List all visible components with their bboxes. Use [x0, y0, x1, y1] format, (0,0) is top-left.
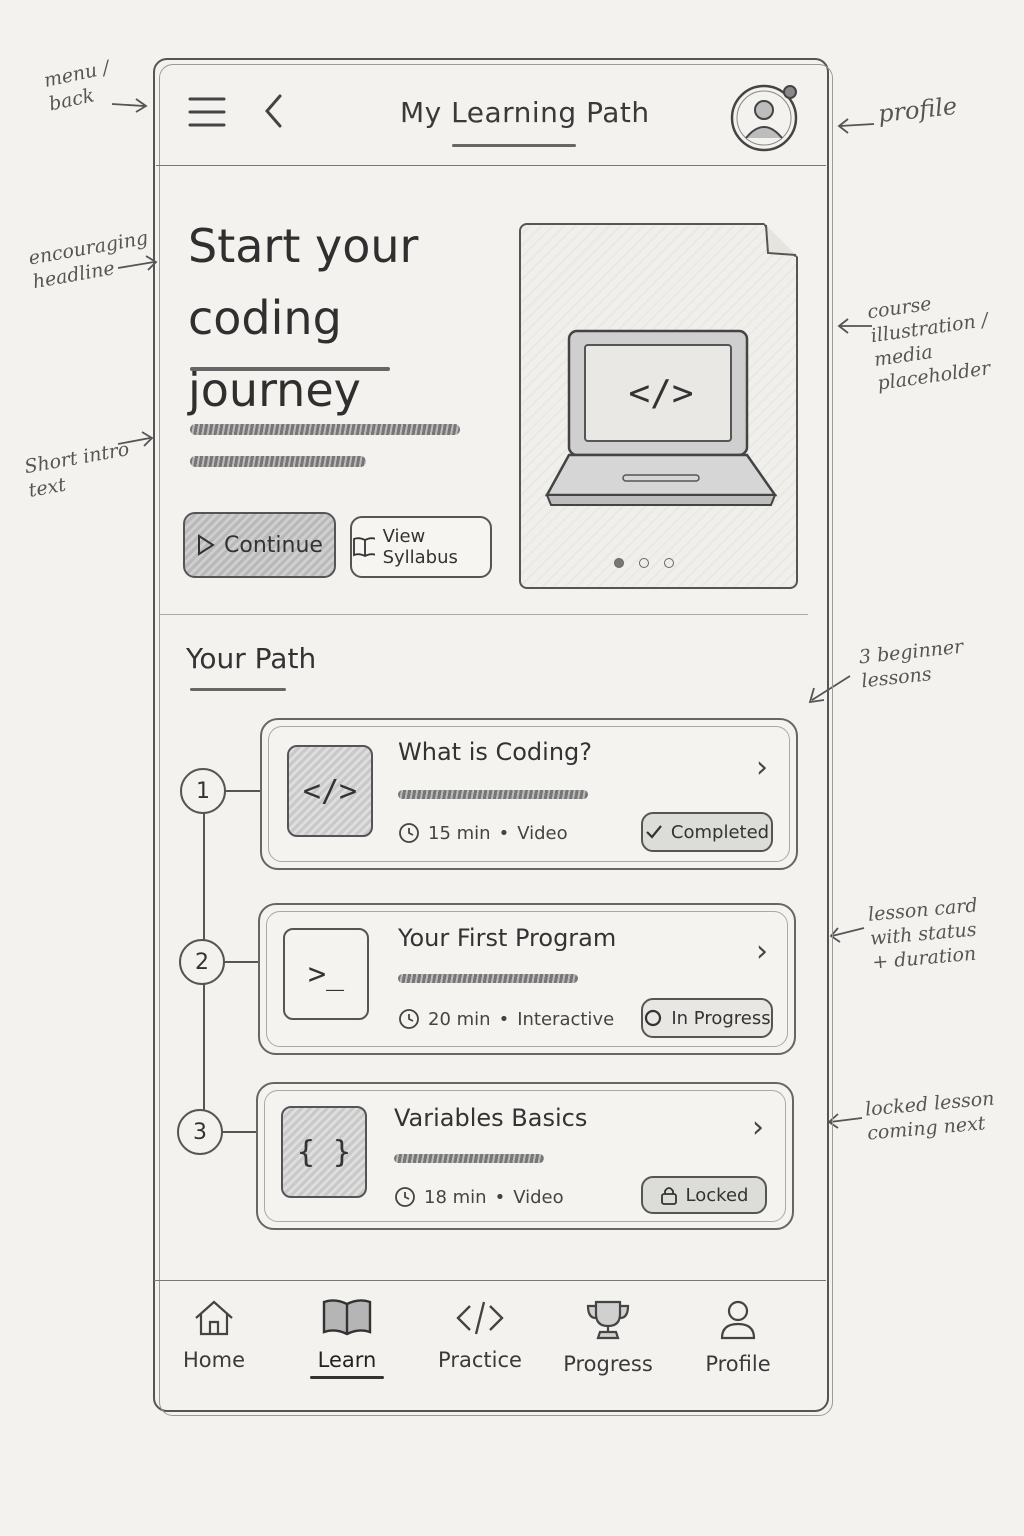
- annotation-locked: locked lesson coming next: [864, 1087, 996, 1145]
- user-icon: [720, 1300, 756, 1340]
- status-label: Locked: [685, 1184, 749, 1206]
- lesson-meta: 18 min • Video: [394, 1186, 564, 1208]
- course-illustration: </>: [519, 223, 798, 589]
- nav-practice-label: Practice: [438, 1348, 522, 1372]
- play-icon: [198, 534, 215, 556]
- lesson-meta: 20 min • Interactive: [398, 1008, 614, 1030]
- intro-text-line: [190, 456, 366, 467]
- lesson-title: What is Coding?: [398, 738, 593, 766]
- annotation-lessons: 3 beginner lessons: [857, 635, 965, 693]
- section-title: Your Path: [186, 642, 317, 675]
- status-label: Completed: [670, 821, 770, 843]
- lesson-duration: 15 min: [428, 822, 491, 844]
- meta-separator: •: [494, 1186, 506, 1208]
- clock-icon: [395, 1187, 415, 1207]
- section-title-underline: [190, 688, 286, 691]
- hero-divider: [160, 614, 808, 615]
- lesson-meta: 15 min • Video: [398, 822, 568, 844]
- status-badge: Locked: [641, 1176, 767, 1214]
- lesson-description-line: [398, 974, 578, 983]
- chevron-right-icon[interactable]: ›: [752, 1110, 764, 1145]
- header-divider: [156, 165, 826, 166]
- page-title: My Learning Path: [400, 96, 650, 129]
- carousel-dot[interactable]: [639, 558, 649, 568]
- status-badge: Completed: [641, 812, 773, 852]
- chevron-left-icon[interactable]: [262, 92, 286, 130]
- nav-home-label: Home: [182, 1348, 245, 1372]
- headline-underline: [190, 367, 390, 371]
- meta-separator: •: [498, 1008, 510, 1030]
- clock-icon: [399, 823, 419, 843]
- lesson-thumbnail: </>: [287, 745, 373, 837]
- laptop-icon: [544, 329, 778, 506]
- active-nav-indicator: [310, 1376, 384, 1379]
- lesson-type: Video: [513, 1186, 564, 1208]
- lesson-thumbnail: { }: [281, 1106, 367, 1198]
- chevron-right-icon[interactable]: ›: [756, 750, 768, 785]
- nav-practice[interactable]: Practice: [430, 1298, 530, 1372]
- lesson-duration: 18 min: [424, 1186, 487, 1208]
- continue-button[interactable]: Continue: [183, 512, 336, 578]
- book-open-icon: [353, 537, 375, 558]
- status-badge: In Progress: [641, 998, 773, 1038]
- media-code-glyph: </>: [628, 373, 694, 414]
- annotation-arrow: [808, 675, 851, 704]
- circle-icon: [645, 1009, 662, 1027]
- annotation-arrow: [829, 927, 865, 943]
- home-icon: [195, 1300, 233, 1336]
- annotation-arrow: [117, 431, 154, 447]
- nav-progress[interactable]: Progress: [558, 1298, 658, 1376]
- lesson-description-line: [394, 1154, 544, 1163]
- annotation-arrow: [837, 318, 872, 334]
- lesson-title: Your First Program: [398, 924, 617, 952]
- lesson-description-line: [398, 790, 588, 799]
- code-icon: [456, 1301, 504, 1335]
- annotation-arrow: [111, 98, 148, 113]
- nav-progress-label: Progress: [563, 1352, 653, 1376]
- step-circle: 1: [180, 768, 226, 814]
- lesson-duration: 20 min: [428, 1008, 491, 1030]
- annotation-illustration: course illustration / media placeholder: [866, 292, 992, 395]
- lock-icon: [660, 1187, 677, 1205]
- nav-learn-label: Learn: [317, 1348, 377, 1372]
- annotation-arrow: [117, 255, 158, 271]
- chevron-right-icon[interactable]: ›: [756, 934, 768, 969]
- annotation-arrow: [837, 118, 875, 134]
- user-avatar-icon[interactable]: [728, 82, 800, 154]
- status-label: In Progress: [671, 1007, 771, 1029]
- step-circle: 2: [179, 939, 225, 985]
- trophy-icon: [586, 1300, 630, 1340]
- view-syllabus-button[interactable]: View Syllabus: [350, 516, 492, 578]
- book-icon: [322, 1299, 372, 1336]
- lesson-thumbnail: >_: [283, 928, 369, 1020]
- nav-home[interactable]: Home: [164, 1298, 264, 1372]
- lesson-type: Interactive: [517, 1008, 615, 1030]
- nav-learn[interactable]: Learn: [297, 1298, 397, 1379]
- page-corner-icon: [764, 223, 798, 257]
- hamburger-icon[interactable]: [188, 95, 228, 131]
- lesson-title: Variables Basics: [394, 1104, 588, 1132]
- nav-profile[interactable]: Profile: [688, 1298, 788, 1376]
- clock-icon: [399, 1009, 419, 1029]
- view-syllabus-label: View Syllabus: [382, 526, 458, 568]
- check-icon: [646, 825, 662, 839]
- annotation-arrow: [827, 1113, 863, 1129]
- meta-separator: •: [498, 822, 510, 844]
- step-circle: 3: [177, 1109, 223, 1155]
- carousel-dot-active[interactable]: [614, 558, 624, 568]
- intro-text-line: [190, 424, 460, 435]
- lesson-type: Video: [517, 822, 568, 844]
- bottom-nav-divider: [154, 1280, 826, 1281]
- nav-profile-label: Profile: [705, 1352, 771, 1376]
- carousel-dot[interactable]: [664, 558, 674, 568]
- hero-headline: Start your coding journey: [188, 219, 419, 417]
- annotation-profile: profile: [876, 91, 959, 129]
- annotation-lesson-card: lesson card with status + duration: [867, 894, 979, 974]
- continue-label: Continue: [224, 532, 323, 558]
- annotation-menu-back: menu / back: [41, 56, 112, 116]
- title-underline: [452, 144, 576, 147]
